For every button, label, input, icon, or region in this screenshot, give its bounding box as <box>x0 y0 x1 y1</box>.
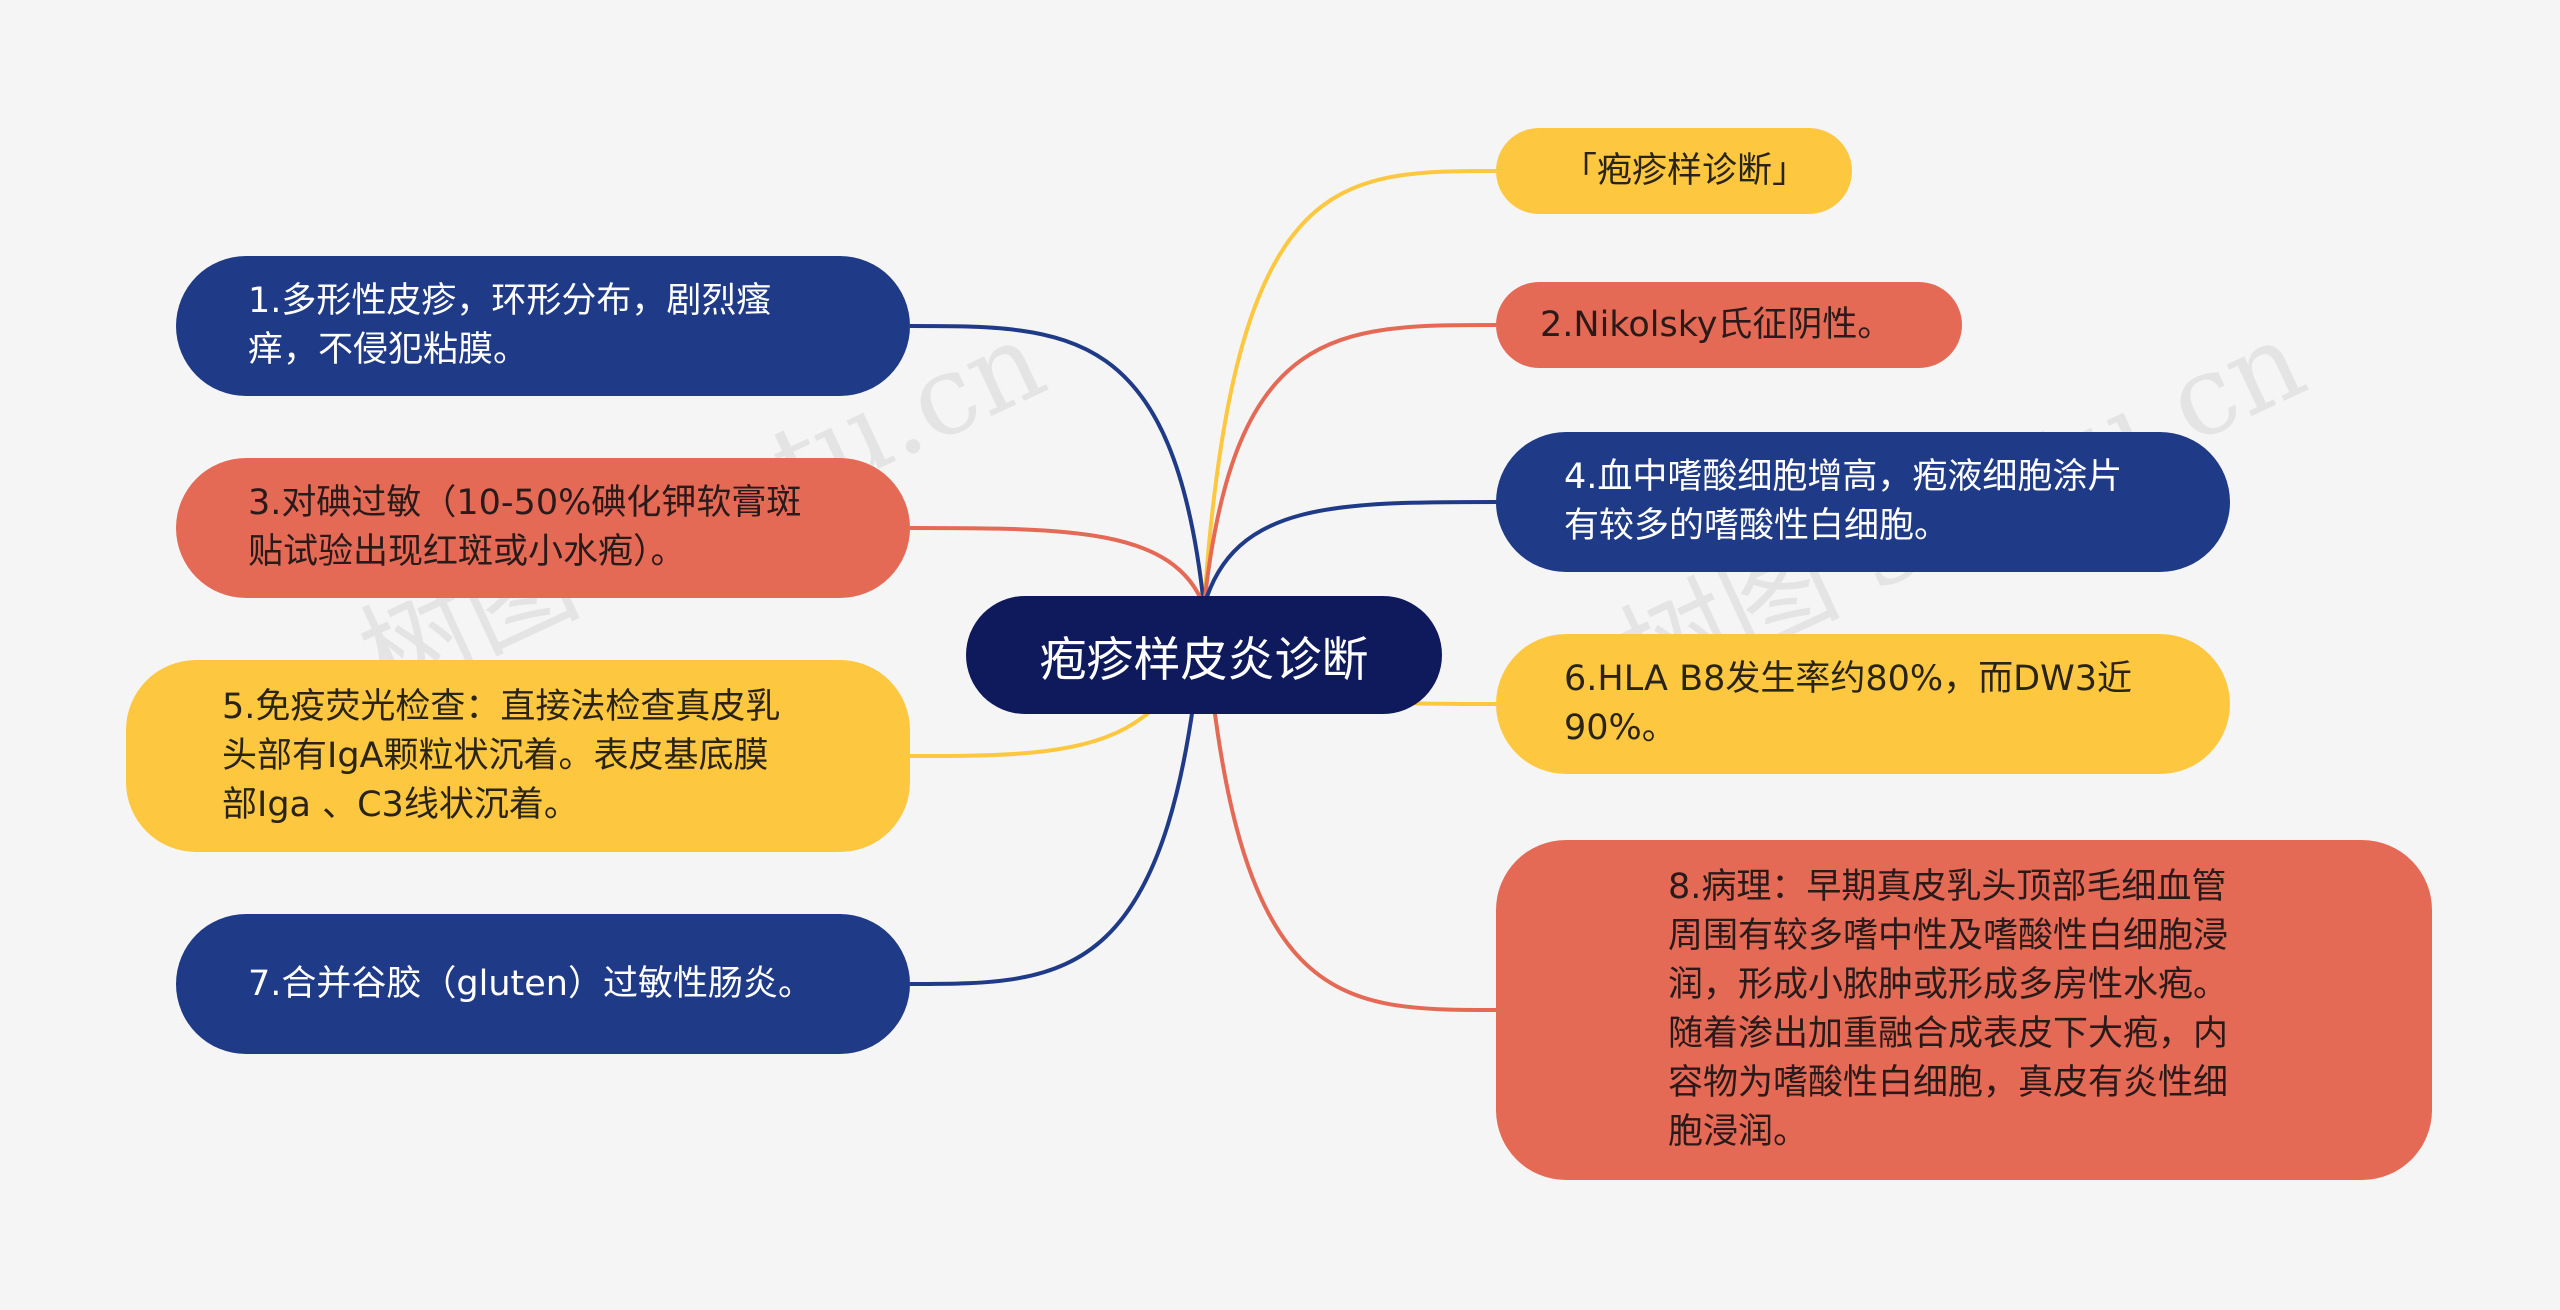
topic-3[interactable]: 3.对碘过敏（10-50%碘化钾软膏斑贴试验出现红斑或小水疱）。 <box>176 458 910 598</box>
central-topic[interactable]: 疱疹样皮炎诊断 <box>966 596 1442 714</box>
topic-4[interactable]: 4.血中嗜酸细胞增高，疱液细胞涂片有较多的嗜酸性白细胞。 <box>1496 432 2230 572</box>
topic-text: 「疱疹样诊断」 <box>1562 150 1808 191</box>
connector-n4 <box>1202 500 1497 607</box>
topic-header[interactable]: 「疱疹样诊断」 <box>1496 128 1852 214</box>
topic-1[interactable]: 1.多形性皮疹，环形分布，剧烈瘙痒，不侵犯粘膜。 <box>176 256 910 396</box>
topic-text: 4.血中嗜酸细胞增高，疱液细胞涂片有较多的嗜酸性白细胞。 <box>1564 457 2123 546</box>
topic-text: 3.对碘过敏（10-50%碘化钾软膏斑贴试验出现红斑或小水疱）。 <box>248 483 802 572</box>
topic-6[interactable]: 6.HLA B8发生率约80%，而DW3近90%。 <box>1496 634 2230 774</box>
connector-n1 <box>909 324 1206 607</box>
connector-n7 <box>909 605 1206 986</box>
connector-n-header <box>1202 169 1497 607</box>
topic-8[interactable]: 8.病理：早期真皮乳头顶部毛细血管周围有较多嗜中性及嗜酸性白细胞浸润，形成小脓肿… <box>1496 840 2432 1180</box>
topic-text: 2.Nikolsky氏征阴性。 <box>1540 304 1893 345</box>
connector-n2 <box>1202 323 1497 607</box>
topic-text: 1.多形性皮疹，环形分布，剧烈瘙痒，不侵犯粘膜。 <box>248 281 772 370</box>
topic-text: 6.HLA B8发生率约80%，而DW3近90%。 <box>1564 659 2132 748</box>
central-topic-label: 疱疹样皮炎诊断 <box>1039 632 1369 688</box>
topic-text: 8.病理：早期真皮乳头顶部毛细血管周围有较多嗜中性及嗜酸性白细胞浸润，形成小脓肿… <box>1668 867 2229 1152</box>
topic-text: 7.合并谷胶（gluten）过敏性肠炎。 <box>248 963 813 1004</box>
topic-5[interactable]: 5.免疫荧光检查：直接法检查真皮乳头部有IgA颗粒状沉着。表皮基底膜部Iga 、… <box>126 660 910 852</box>
topic-2[interactable]: 2.Nikolsky氏征阴性。 <box>1496 282 1962 368</box>
topic-7[interactable]: 7.合并谷胶（gluten）过敏性肠炎。 <box>176 914 910 1054</box>
connector-n3 <box>909 526 1206 607</box>
topic-text: 5.免疫荧光检查：直接法检查真皮乳头部有IgA颗粒状沉着。表皮基底膜部Iga 、… <box>222 686 781 825</box>
connector-n8 <box>1202 605 1497 1012</box>
